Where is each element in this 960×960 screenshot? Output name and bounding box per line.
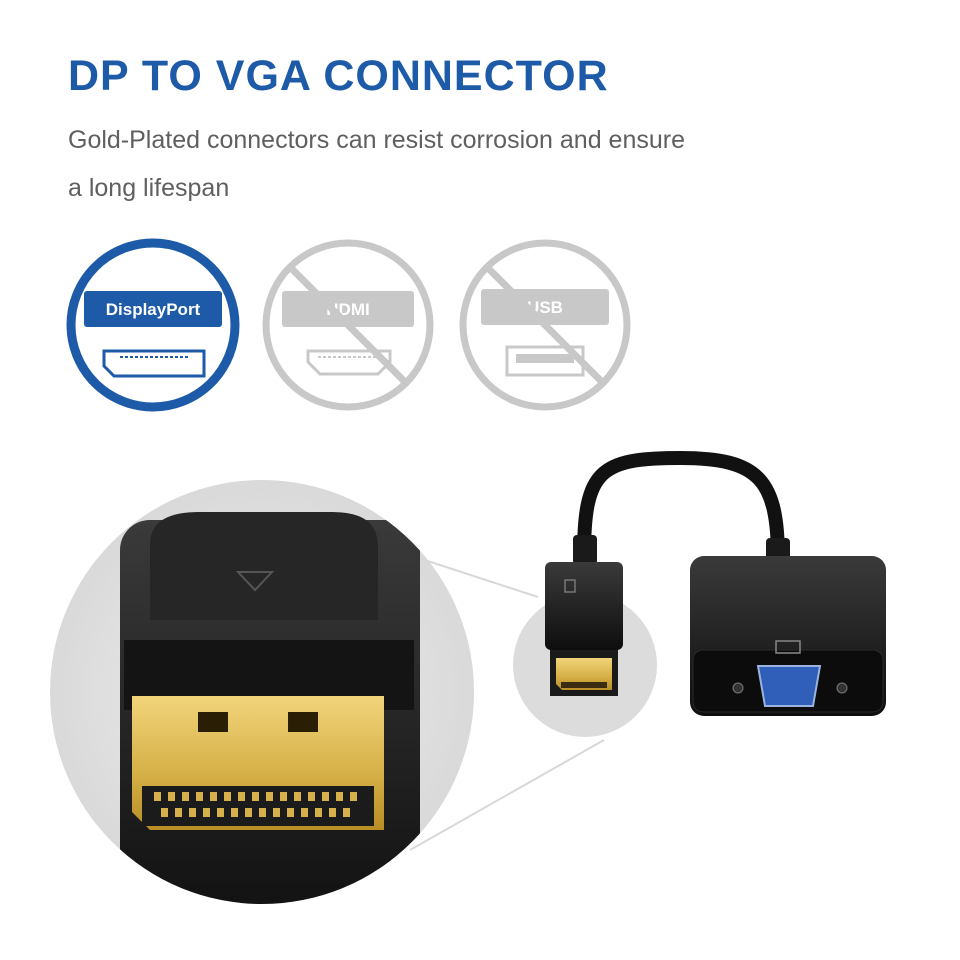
displayport-plug-small bbox=[545, 562, 623, 696]
hdmi-badge: HDMI bbox=[262, 239, 434, 411]
vga-port-icon bbox=[775, 640, 801, 654]
latch-arrow-icon bbox=[235, 571, 275, 592]
hdmi-port-icon bbox=[306, 349, 392, 376]
usb-badge: USB bbox=[459, 239, 631, 411]
vga-adapter-body bbox=[690, 556, 886, 716]
vga-socket bbox=[756, 665, 822, 707]
adapter-cable bbox=[577, 450, 785, 567]
page-subtitle: Gold-Plated connectors can resist corros… bbox=[68, 126, 685, 202]
zoom-detail-circle bbox=[50, 480, 474, 904]
displayport-badge: DisplayPort bbox=[66, 238, 240, 412]
displayport-port-icon bbox=[102, 349, 206, 378]
displayport-label: DisplayPort bbox=[106, 300, 201, 319]
not-allowed-slash-icon bbox=[484, 264, 606, 386]
not-allowed-slash-icon bbox=[287, 264, 409, 386]
page-title: DP TO VGA CONNECTOR bbox=[68, 52, 609, 100]
